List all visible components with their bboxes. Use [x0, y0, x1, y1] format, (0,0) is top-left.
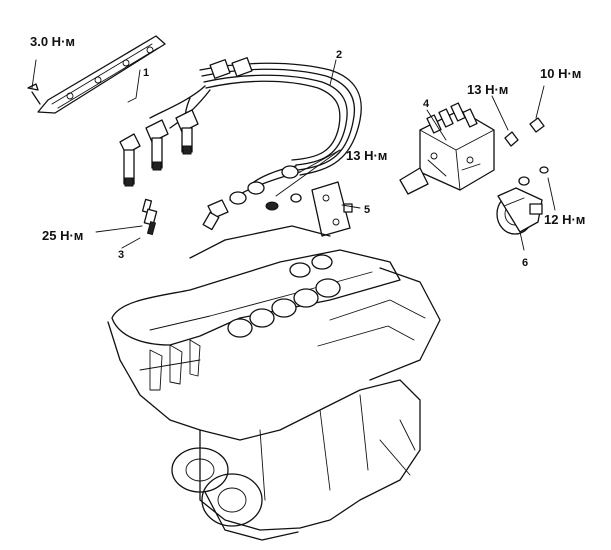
- part-number-5: 5: [364, 204, 370, 216]
- spark-plug-part: [141, 198, 158, 236]
- torque-label-right-c: 12 Н·м: [544, 212, 585, 227]
- spark-plug-wires-part: [119, 57, 362, 231]
- center-nuts: [265, 193, 302, 211]
- bracket-part: [311, 181, 353, 237]
- part-number-4: 4: [423, 98, 430, 110]
- ignition-coil-part: [399, 102, 495, 195]
- part-number-6: 6: [522, 257, 528, 269]
- engine-block: [107, 225, 441, 541]
- torque-label-center: 13 Н·м: [346, 148, 387, 163]
- right-fasteners: [504, 117, 549, 186]
- torque-label-top-left: 3.0 Н·м: [30, 34, 75, 49]
- torque-label-left: 25 Н·м: [42, 228, 83, 243]
- part-number-1: 1: [143, 67, 149, 79]
- sensor-part: [496, 187, 543, 235]
- wire-holder-part: [27, 35, 166, 114]
- leader-lines: [31, 59, 556, 251]
- torque-label-right-b: 10 Н·м: [540, 66, 581, 81]
- part-number-3: 3: [118, 249, 124, 261]
- part-number-2: 2: [336, 49, 342, 61]
- intake-runners: [227, 254, 341, 338]
- torque-label-right-a: 13 Н·м: [467, 82, 508, 97]
